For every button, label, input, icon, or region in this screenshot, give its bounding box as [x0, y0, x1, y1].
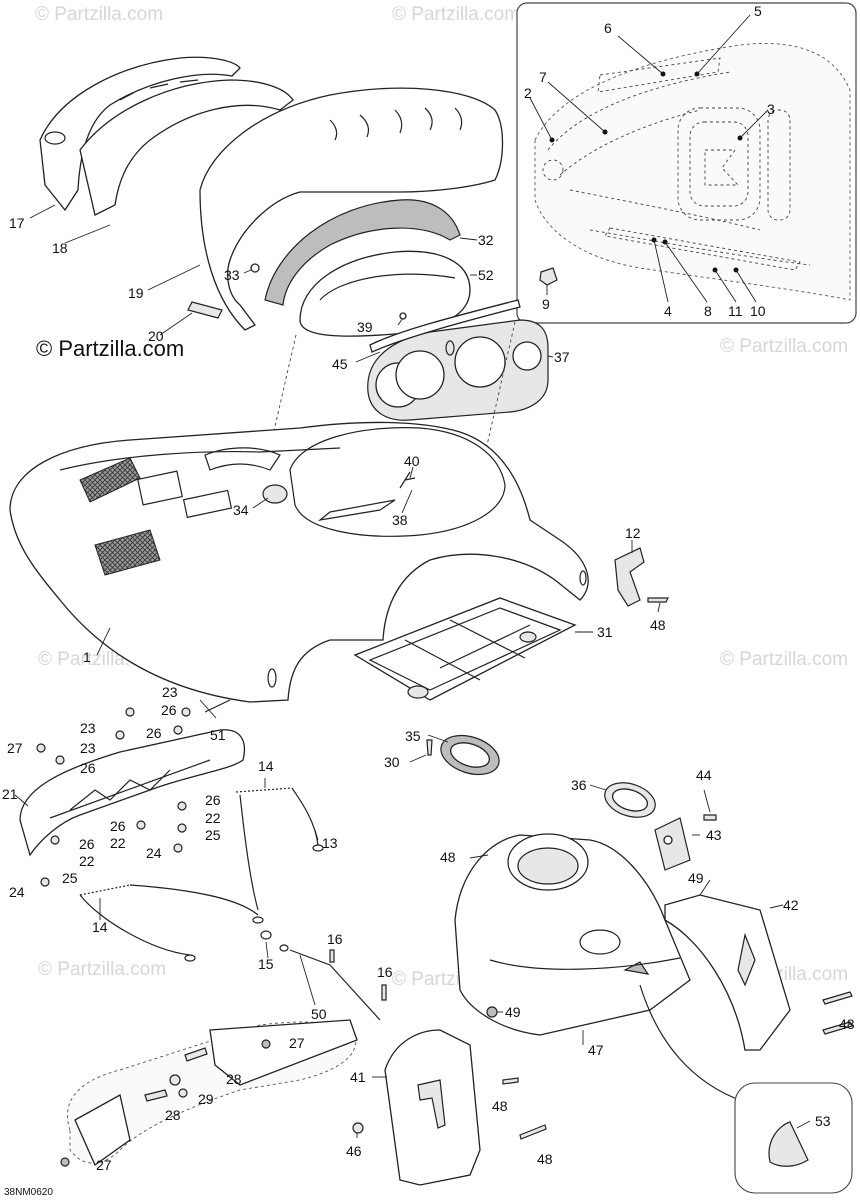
watermark: © Partzilla.com	[38, 959, 166, 980]
callout-49[interactable]: 49	[505, 1004, 521, 1020]
callout-52[interactable]: 52	[478, 267, 494, 283]
callout-2[interactable]: 2	[524, 85, 532, 101]
springs-and-cables	[79, 778, 387, 1021]
callout-50[interactable]: 50	[311, 1006, 327, 1022]
callout-22[interactable]: 22	[110, 835, 126, 851]
glovebox-47	[454, 833, 756, 1106]
callout-3[interactable]: 3	[767, 101, 775, 117]
callout-17[interactable]: 17	[9, 215, 25, 231]
callout-27[interactable]: 27	[96, 1157, 112, 1173]
callout-48[interactable]: 48	[537, 1151, 553, 1167]
panels-17-18-19	[29, 56, 504, 331]
callout-26[interactable]: 26	[80, 760, 96, 776]
callout-53[interactable]: 53	[815, 1113, 831, 1129]
callout-26[interactable]: 26	[110, 818, 126, 834]
watermark: © Partzilla.com	[392, 4, 520, 25]
callout-22[interactable]: 22	[205, 810, 221, 826]
copyright-label: © Partzilla.com	[36, 336, 184, 361]
watermark: © Partzilla.com	[720, 649, 848, 670]
callout-16[interactable]: 16	[327, 931, 343, 947]
callout-48[interactable]: 48	[650, 617, 666, 633]
callout-23[interactable]: 23	[80, 720, 96, 736]
callout-36[interactable]: 36	[571, 777, 587, 793]
callout-labels: 1 2 3 4 5 6 7 8 9 10 11 12 13 14 14 15 1…	[2, 3, 855, 1173]
callout-33[interactable]: 33	[224, 267, 240, 283]
callout-10[interactable]: 10	[750, 303, 766, 319]
callout-23[interactable]: 23	[162, 684, 178, 700]
callout-4[interactable]: 4	[664, 303, 672, 319]
callout-27[interactable]: 27	[289, 1035, 305, 1051]
callout-26[interactable]: 26	[205, 792, 221, 808]
side-panel-41	[352, 1029, 547, 1186]
callout-15[interactable]: 15	[258, 956, 274, 972]
gauge-panel	[264, 299, 554, 521]
callout-14[interactable]: 14	[92, 919, 108, 935]
callout-37[interactable]: 37	[554, 349, 570, 365]
callout-8[interactable]: 8	[704, 303, 712, 319]
callout-5[interactable]: 5	[754, 3, 762, 19]
callout-34[interactable]: 34	[233, 502, 249, 518]
callout-1[interactable]: 1	[83, 649, 91, 665]
callout-44[interactable]: 44	[696, 767, 712, 783]
callout-35[interactable]: 35	[405, 728, 421, 744]
callout-30[interactable]: 30	[384, 754, 400, 770]
callout-49[interactable]: 49	[688, 870, 704, 886]
callout-11[interactable]: 11	[728, 303, 743, 319]
callout-21[interactable]: 21	[2, 786, 18, 802]
callout-16[interactable]: 16	[377, 964, 393, 980]
callout-24[interactable]: 24	[146, 845, 162, 861]
callout-19[interactable]: 19	[128, 285, 144, 301]
watermark: © Partzilla.com	[35, 4, 163, 25]
bracket-12	[614, 540, 669, 613]
callout-46[interactable]: 46	[346, 1143, 362, 1159]
callout-31[interactable]: 31	[597, 624, 613, 640]
callout-47[interactable]: 47	[588, 1042, 604, 1058]
visor-and-pad	[159, 199, 478, 337]
callout-48[interactable]: 48	[492, 1098, 508, 1114]
callout-26[interactable]: 26	[146, 725, 162, 741]
drawing-code: 38NM0620	[4, 1187, 53, 1198]
callout-45[interactable]: 45	[332, 356, 348, 372]
gasket-43	[654, 789, 717, 871]
callout-40[interactable]: 40	[404, 453, 420, 469]
bumper-assembly	[60, 1019, 358, 1167]
callout-14[interactable]: 14	[258, 758, 274, 774]
callout-42[interactable]: 42	[783, 897, 799, 913]
callout-39[interactable]: 39	[357, 319, 373, 335]
callout-32[interactable]: 32	[478, 232, 494, 248]
callout-13[interactable]: 13	[322, 835, 338, 851]
callout-24[interactable]: 24	[9, 884, 25, 900]
callout-12[interactable]: 12	[625, 525, 641, 541]
callout-23[interactable]: 23	[80, 740, 96, 756]
bracket-21	[14, 699, 245, 887]
callout-43[interactable]: 43	[706, 827, 722, 843]
callout-41[interactable]: 41	[350, 1069, 366, 1085]
callout-20[interactable]: 20	[148, 328, 164, 344]
callout-51[interactable]: 51	[210, 727, 226, 743]
callout-7[interactable]: 7	[539, 69, 547, 85]
tray-31	[353, 597, 593, 763]
callout-28[interactable]: 28	[165, 1107, 181, 1123]
callout-48[interactable]: 48	[839, 1016, 855, 1032]
callout-25[interactable]: 25	[205, 827, 221, 843]
callout-38[interactable]: 38	[392, 512, 408, 528]
inset-detail-box	[516, 2, 857, 324]
callout-22[interactable]: 22	[79, 853, 95, 869]
callout-27[interactable]: 27	[7, 740, 23, 756]
callout-6[interactable]: 6	[604, 20, 612, 36]
callout-48[interactable]: 48	[440, 849, 456, 865]
callout-26[interactable]: 26	[161, 702, 177, 718]
callout-28[interactable]: 28	[226, 1071, 242, 1087]
callout-18[interactable]: 18	[52, 240, 68, 256]
inset-53	[734, 1082, 853, 1194]
main-console	[9, 421, 589, 703]
seal-rings	[427, 734, 656, 818]
callout-26[interactable]: 26	[79, 836, 95, 852]
callout-9[interactable]: 9	[542, 296, 550, 312]
callout-25[interactable]: 25	[62, 870, 78, 886]
watermark: © Partzilla.com	[720, 336, 848, 357]
side-panel-42	[664, 879, 853, 1051]
callout-29[interactable]: 29	[198, 1091, 214, 1107]
